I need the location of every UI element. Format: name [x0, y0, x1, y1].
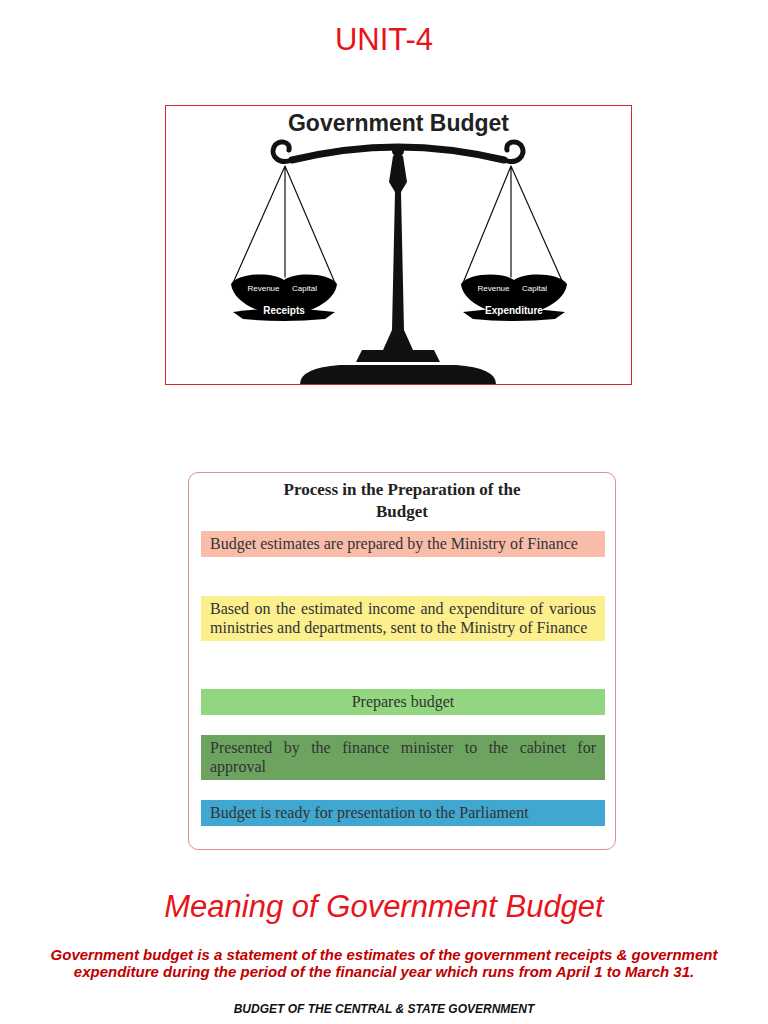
pan-label: Revenue	[243, 284, 284, 301]
scale-pan: RevenueCapitalReceipts	[229, 272, 339, 324]
box-heading: Process in the Preparation of the Budget	[262, 479, 542, 523]
pan-title: Expenditure	[473, 304, 555, 324]
scale-pillar	[383, 156, 413, 350]
pan-title: Receipts	[243, 304, 325, 324]
process-band: Budget estimates are prepared by the Min…	[201, 531, 605, 557]
process-band: Budget is ready for presentation to the …	[201, 800, 605, 826]
flowchart-panel: Process in the Preparation of the Budget…	[188, 472, 616, 850]
pan-label: Revenue	[473, 284, 514, 301]
process-band: Presented by the finance minister to the…	[201, 735, 605, 780]
definition-text: Government budget is a statement of the …	[30, 946, 738, 980]
beam-curl	[504, 142, 523, 161]
scale-base	[300, 365, 496, 384]
subheading: BUDGET OF THE CENTRAL & STATE GOVERNMENT	[30, 1002, 738, 1016]
step-text: Budget is ready for presentation to the …	[210, 803, 596, 822]
illustration-frame: Government BudgetRevenueCapitalReceiptsR…	[165, 105, 632, 385]
pan-bowl	[229, 272, 339, 324]
box-heading: Government Budget	[166, 110, 631, 137]
scale-pan: RevenueCapitalExpenditure	[459, 272, 569, 324]
pan-bowl	[459, 272, 569, 324]
step-text: Based on the estimated income and expend…	[210, 599, 596, 637]
process-band: Prepares budget	[201, 689, 605, 715]
step-text: Budget estimates are prepared by the Min…	[210, 534, 596, 553]
pan-label: Capital	[514, 284, 555, 301]
section-heading: Meaning of Government Budget	[0, 888, 768, 926]
step-text: Presented by the finance minister to the…	[210, 738, 596, 776]
pan-label: Capital	[284, 284, 325, 301]
step-text: Prepares budget	[210, 692, 596, 711]
process-band: Based on the estimated income and expend…	[201, 596, 605, 641]
scale-collar	[356, 350, 440, 362]
page-title: UNIT-4	[0, 22, 768, 58]
scale-knob	[392, 145, 404, 157]
beam-curl	[273, 142, 292, 161]
